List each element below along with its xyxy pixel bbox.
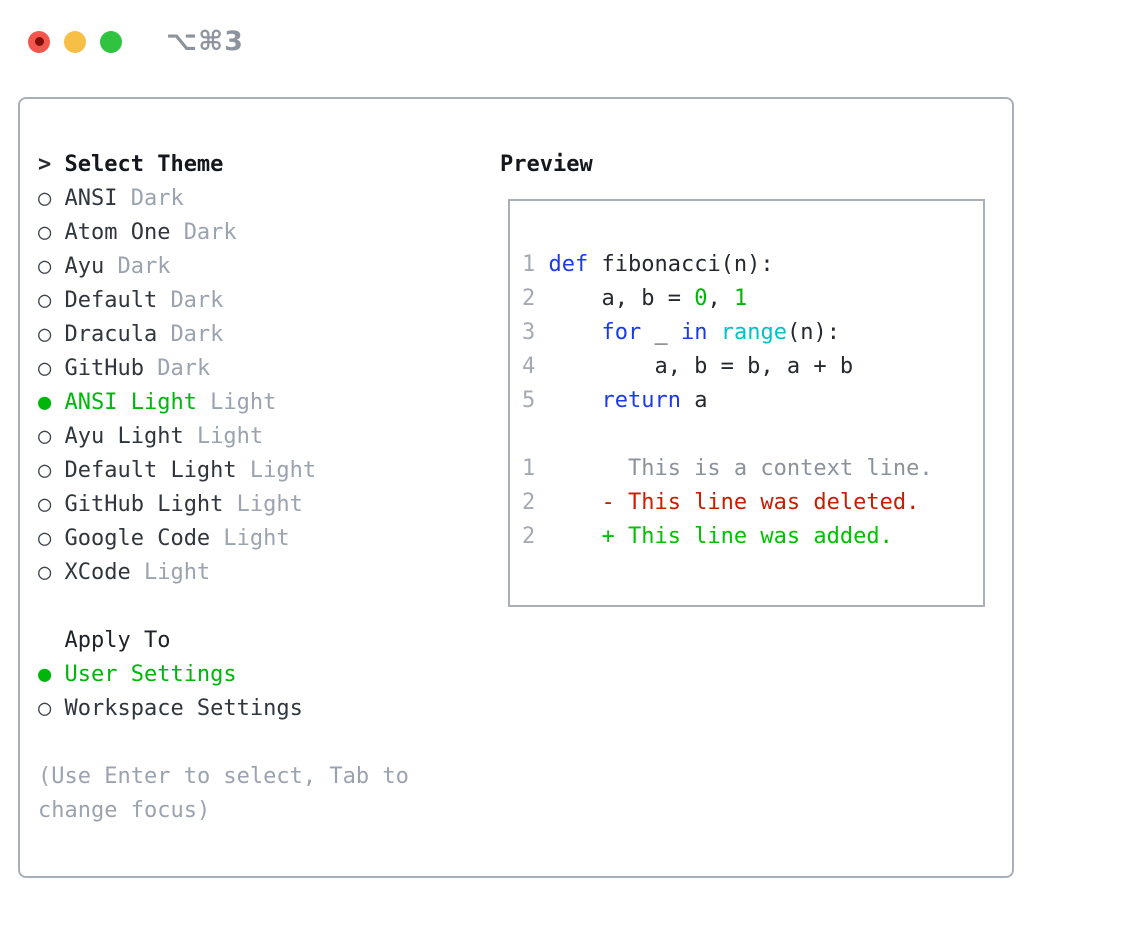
keyboard-hint: (Use Enter to select, Tab to change focu… bbox=[38, 764, 409, 823]
diff-added-line: 2 + This line was added. bbox=[522, 524, 893, 549]
code-line: 3 for _ in range(n): bbox=[522, 320, 840, 345]
radio-selected-icon: ● bbox=[38, 390, 52, 415]
radio-unselected-icon: ○ bbox=[38, 458, 52, 483]
select-theme-header: > Select Theme bbox=[38, 148, 500, 182]
record-dot-icon bbox=[34, 37, 44, 46]
prompt-icon: > bbox=[38, 152, 52, 177]
radio-unselected-icon: ○ bbox=[38, 696, 52, 721]
code-line: 2 a, b = 0, 1 bbox=[522, 286, 748, 311]
radio-unselected-icon: ○ bbox=[38, 288, 52, 313]
diff-context-line: 1 This is a context line. bbox=[522, 456, 933, 481]
diff-deleted-line: 2 - This line was deleted. bbox=[522, 490, 920, 515]
radio-unselected-icon: ○ bbox=[38, 356, 52, 381]
radio-unselected-icon: ○ bbox=[38, 492, 52, 517]
spacer bbox=[38, 590, 500, 624]
minimize-button[interactable] bbox=[64, 30, 86, 53]
apply-to-header: Apply To bbox=[64, 628, 171, 653]
close-button[interactable] bbox=[28, 30, 50, 53]
apply-option-user-settings[interactable]: ●User Settings bbox=[38, 658, 500, 692]
radio-unselected-icon: ○ bbox=[38, 186, 52, 211]
radio-unselected-icon: ○ bbox=[38, 322, 52, 347]
zoom-button[interactable] bbox=[100, 30, 122, 53]
window-shortcut-label: ⌥⌘3 bbox=[166, 26, 244, 57]
traffic-lights bbox=[28, 30, 122, 53]
preview-title: Preview bbox=[500, 152, 593, 177]
radio-unselected-icon: ○ bbox=[38, 254, 52, 279]
spacer bbox=[522, 418, 971, 452]
panel-title: Select Theme bbox=[64, 152, 224, 177]
radio-unselected-icon: ○ bbox=[38, 424, 52, 449]
window-titlebar: ⌥⌘3 bbox=[28, 26, 244, 57]
radio-unselected-icon: ○ bbox=[38, 526, 52, 551]
radio-unselected-icon: ○ bbox=[38, 220, 52, 245]
code-line: 4 a, b = b, a + b bbox=[522, 354, 854, 379]
code-line: 5 return a bbox=[522, 388, 708, 413]
radio-unselected-icon: ○ bbox=[38, 560, 52, 585]
apply-option-workspace-settings[interactable]: ○Workspace Settings bbox=[38, 692, 500, 726]
radio-selected-icon: ● bbox=[38, 662, 52, 687]
